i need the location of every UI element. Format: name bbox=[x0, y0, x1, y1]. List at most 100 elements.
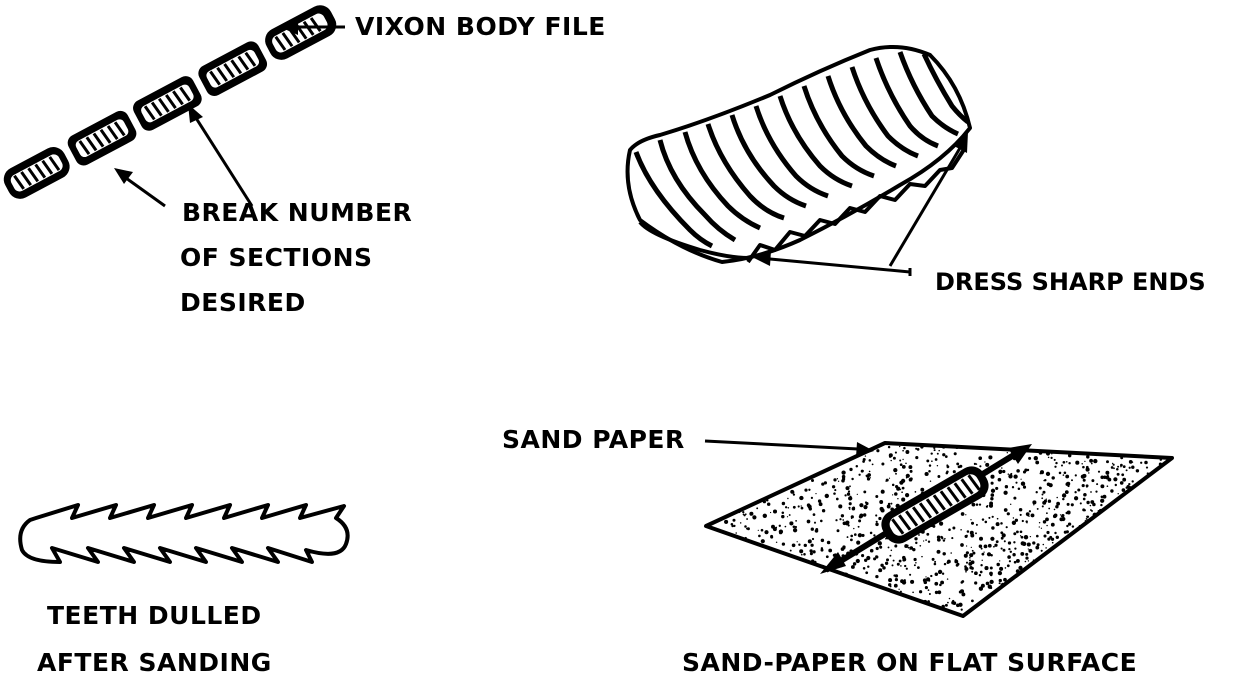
grit-speck bbox=[1116, 468, 1119, 471]
grit-speck bbox=[1128, 466, 1131, 469]
grit-speck bbox=[910, 579, 915, 584]
grit-speck bbox=[1028, 510, 1032, 513]
grit-speck bbox=[1121, 473, 1125, 477]
grit-speck bbox=[956, 462, 960, 466]
grit-speck bbox=[848, 506, 851, 509]
grit-speck bbox=[978, 456, 983, 461]
grit-speck bbox=[1024, 560, 1027, 563]
grit-speck bbox=[1005, 526, 1008, 529]
grit-speck bbox=[836, 529, 840, 533]
grit-speck bbox=[933, 562, 937, 566]
grit-speck bbox=[803, 553, 806, 556]
grit-speck bbox=[828, 548, 833, 553]
grit-speck bbox=[980, 547, 983, 550]
grit-speck bbox=[930, 574, 933, 578]
grit-speck bbox=[857, 525, 860, 528]
grit-speck bbox=[804, 488, 808, 492]
grit-speck bbox=[1096, 483, 1099, 486]
grit-speck bbox=[1117, 493, 1119, 495]
grit-speck bbox=[1071, 525, 1075, 528]
grit-speck bbox=[1045, 451, 1051, 456]
grit-speck bbox=[1066, 502, 1070, 506]
grit-speck bbox=[958, 590, 962, 594]
grit-speck bbox=[994, 543, 998, 547]
grit-speck bbox=[1100, 475, 1104, 480]
grit-speck bbox=[875, 555, 879, 559]
grit-speck bbox=[1000, 522, 1003, 525]
grit-speck bbox=[981, 559, 983, 561]
grit-speck bbox=[784, 506, 788, 509]
grit-speck bbox=[1022, 470, 1027, 474]
grit-speck bbox=[781, 511, 785, 515]
grit-speck bbox=[919, 544, 922, 547]
grit-speck bbox=[842, 519, 845, 521]
grit-speck bbox=[1100, 495, 1104, 499]
grit-speck bbox=[873, 557, 877, 561]
grit-speck bbox=[792, 493, 796, 496]
grit-speck bbox=[751, 540, 754, 543]
grit-speck bbox=[1070, 503, 1074, 507]
grit-speck bbox=[765, 499, 769, 502]
grit-speck bbox=[817, 499, 822, 503]
grit-speck bbox=[1026, 542, 1031, 547]
grit-speck bbox=[840, 514, 845, 518]
grit-speck bbox=[948, 597, 951, 600]
grit-speck bbox=[875, 574, 879, 579]
grit-speck bbox=[925, 576, 927, 578]
grit-speck bbox=[937, 475, 941, 478]
grit-speck bbox=[965, 570, 967, 573]
grit-speck bbox=[1128, 483, 1131, 486]
grit-speck bbox=[995, 540, 999, 544]
grit-speck bbox=[970, 533, 975, 538]
grit-speck bbox=[961, 592, 966, 597]
grit-speck bbox=[1035, 545, 1040, 550]
grit-speck bbox=[786, 516, 789, 518]
grit-speck bbox=[927, 540, 931, 543]
grit-speck bbox=[931, 557, 935, 561]
grit-speck bbox=[965, 534, 968, 537]
vixon-file-sections bbox=[3, 5, 337, 199]
grit-speck bbox=[965, 514, 967, 516]
grit-speck bbox=[822, 565, 825, 568]
grit-speck bbox=[770, 535, 774, 539]
grit-speck bbox=[1004, 485, 1009, 489]
grit-speck bbox=[1074, 474, 1077, 477]
grit-speck bbox=[797, 505, 800, 508]
grit-speck bbox=[866, 477, 871, 481]
label-sandpaper-on-flat-surface: SAND-PAPER ON FLAT SURFACE bbox=[682, 648, 1138, 674]
grit-speck bbox=[1081, 484, 1085, 488]
grit-speck bbox=[1015, 530, 1019, 534]
grit-speck bbox=[1121, 488, 1126, 492]
grit-speck bbox=[978, 574, 982, 577]
grit-speck bbox=[1063, 471, 1067, 475]
grit-speck bbox=[968, 559, 972, 562]
grit-speck bbox=[998, 578, 1002, 583]
grit-speck bbox=[1011, 486, 1015, 489]
grit-speck bbox=[1032, 500, 1037, 505]
grit-speck bbox=[963, 553, 968, 558]
label-dress-sharp-ends: DRESS SHARP ENDS bbox=[935, 268, 1206, 296]
grit-speck bbox=[1061, 516, 1066, 522]
grit-speck bbox=[1102, 494, 1107, 499]
grit-speck bbox=[927, 589, 930, 591]
grit-speck bbox=[1080, 474, 1086, 479]
grit-speck bbox=[912, 591, 914, 594]
grit-speck bbox=[979, 536, 983, 541]
grit-speck bbox=[998, 471, 1002, 475]
grit-speck bbox=[864, 455, 867, 457]
grit-speck bbox=[940, 580, 945, 585]
grit-speck bbox=[927, 600, 930, 603]
grit-speck bbox=[971, 599, 974, 603]
grit-speck bbox=[934, 590, 939, 595]
grit-speck bbox=[880, 508, 885, 513]
grit-speck bbox=[756, 507, 759, 510]
grit-speck bbox=[915, 456, 919, 460]
grit-speck bbox=[959, 464, 963, 468]
grit-speck bbox=[970, 519, 972, 521]
grit-speck bbox=[1008, 547, 1011, 551]
grit-speck bbox=[999, 566, 1004, 571]
grit-speck bbox=[922, 578, 927, 583]
grit-speck bbox=[847, 490, 851, 493]
grit-speck bbox=[1035, 558, 1038, 561]
grit-speck bbox=[846, 536, 849, 539]
